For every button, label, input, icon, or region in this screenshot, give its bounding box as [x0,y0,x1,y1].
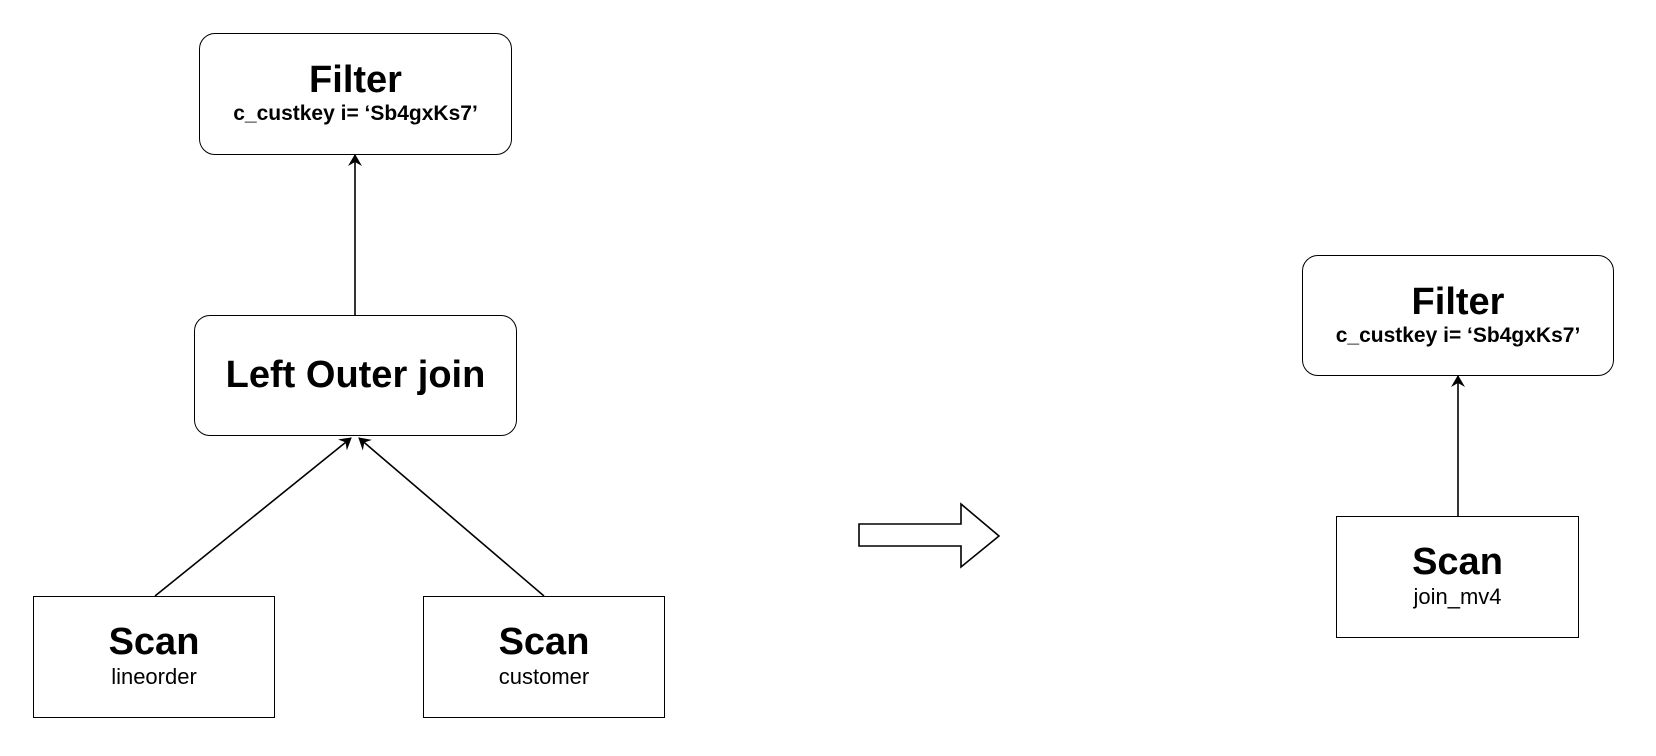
edge-customer-to-join [358,437,545,597]
after-filter-title: Filter [1411,280,1505,323]
scan-lineorder-node: Scan lineorder [33,596,275,718]
scan-join-mv4-table: join_mv4 [1413,583,1502,609]
after-filter-node: Filter c_custkey i= ‘Sb4gxKs7’ [1302,255,1614,376]
scan-customer-table: customer [498,663,590,689]
before-filter-title: Filter [309,59,402,102]
edge-lineorder-to-join [154,437,352,597]
transform-arrow-icon [858,502,1001,569]
left-outer-join-node: Left Outer join [194,315,517,436]
before-filter-node: Filter c_custkey i= ‘Sb4gxKs7’ [199,33,512,155]
scan-customer-node: Scan customer [423,596,665,718]
before-filter-condition: c_custkey i= ‘Sb4gxKs7’ [233,102,478,126]
after-filter-condition: c_custkey i= ‘Sb4gxKs7’ [1335,323,1581,347]
join-title: Left Outer join [225,353,486,396]
scan-customer-title: Scan [498,620,590,663]
scan-join-mv4-node: Scan join_mv4 [1336,516,1579,638]
scan-lineorder-table: lineorder [111,663,197,689]
scan-lineorder-title: Scan [108,620,200,663]
scan-join-mv4-title: Scan [1412,540,1503,583]
